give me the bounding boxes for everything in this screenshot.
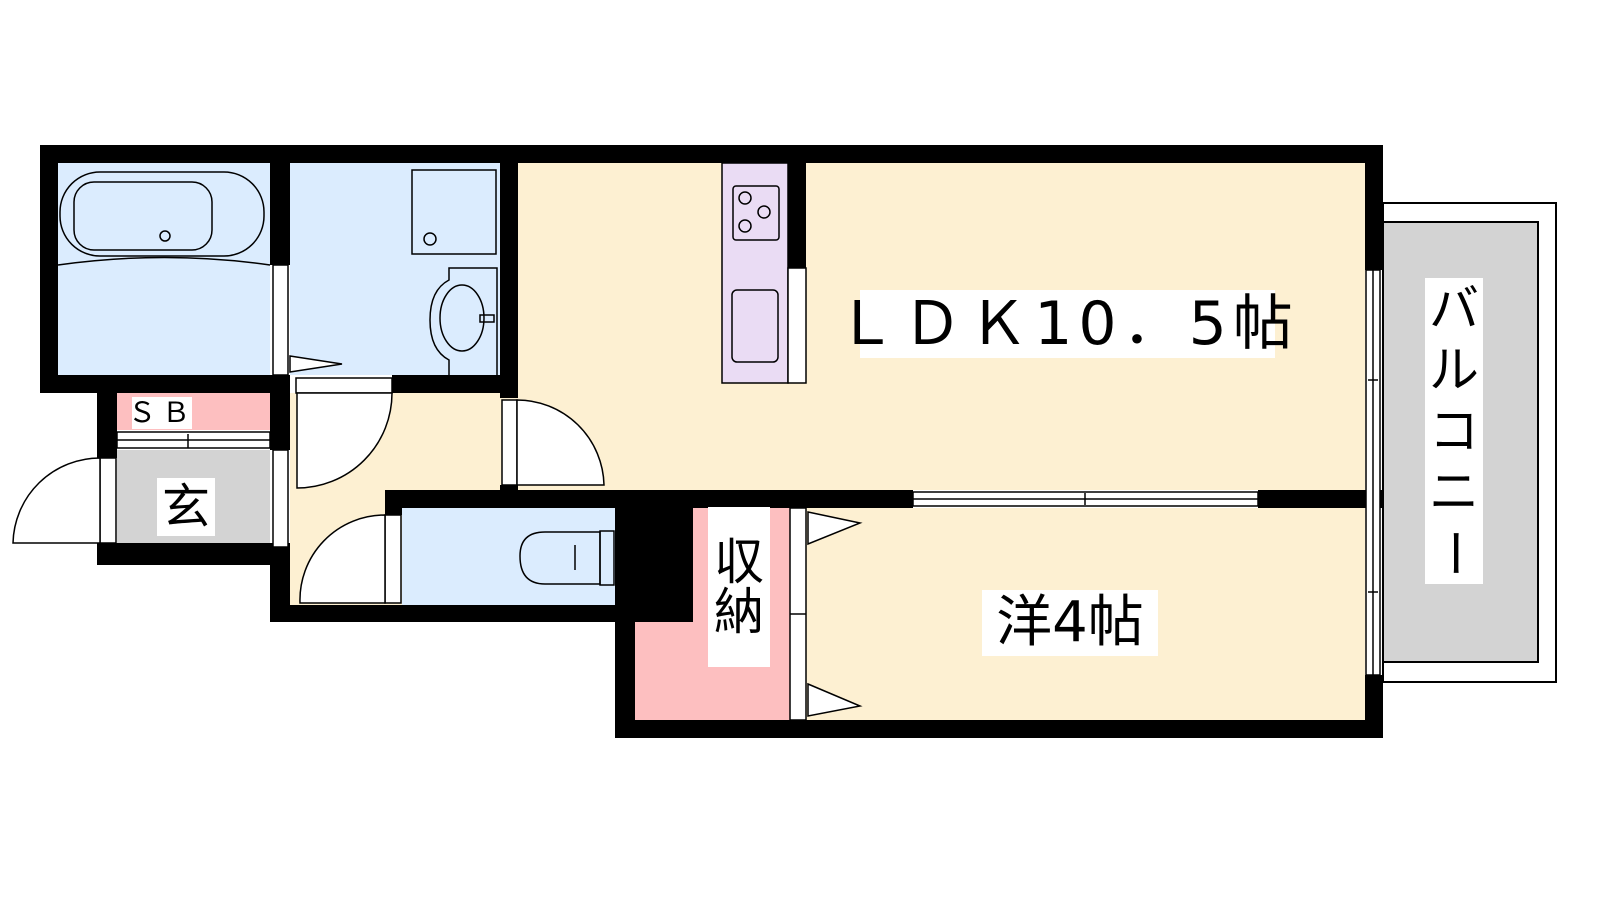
shoe-shelf [116, 431, 271, 449]
entrance-label: 玄 [157, 478, 215, 536]
balcony-char: ニ [1429, 463, 1479, 522]
toilet-floor [402, 508, 615, 605]
storage-label-line1: 収 [714, 533, 764, 591]
swing-doors [12, 377, 605, 604]
balcony-char: コ [1429, 401, 1479, 460]
balcony-char: ル [1429, 340, 1479, 399]
washing-machine-icon [411, 169, 497, 255]
western-room-label: 洋4帖 [982, 590, 1158, 656]
ldk-label: ＬＤＫ10．5帖 [836, 289, 1299, 359]
balcony-label: バ ル コ ニ ー [1425, 278, 1483, 584]
walls [40, 145, 1383, 738]
washbasin-icon [429, 267, 498, 378]
stove-icon [732, 185, 780, 241]
sliding-doors [272, 264, 1381, 721]
balcony-char: バ [1429, 279, 1479, 338]
sink-icon [731, 289, 779, 363]
storage-label: 収 納 [708, 507, 770, 667]
bathtub-icon [57, 171, 271, 266]
storage-label-line2: 納 [714, 583, 764, 641]
balcony-char: ー [1425, 528, 1483, 579]
shoe-box-label: ＳＢ [128, 396, 197, 429]
washroom-floor [290, 163, 500, 375]
toilet-icon [519, 530, 615, 586]
bathroom-floor [58, 163, 270, 375]
kitchen-counter [721, 162, 807, 384]
